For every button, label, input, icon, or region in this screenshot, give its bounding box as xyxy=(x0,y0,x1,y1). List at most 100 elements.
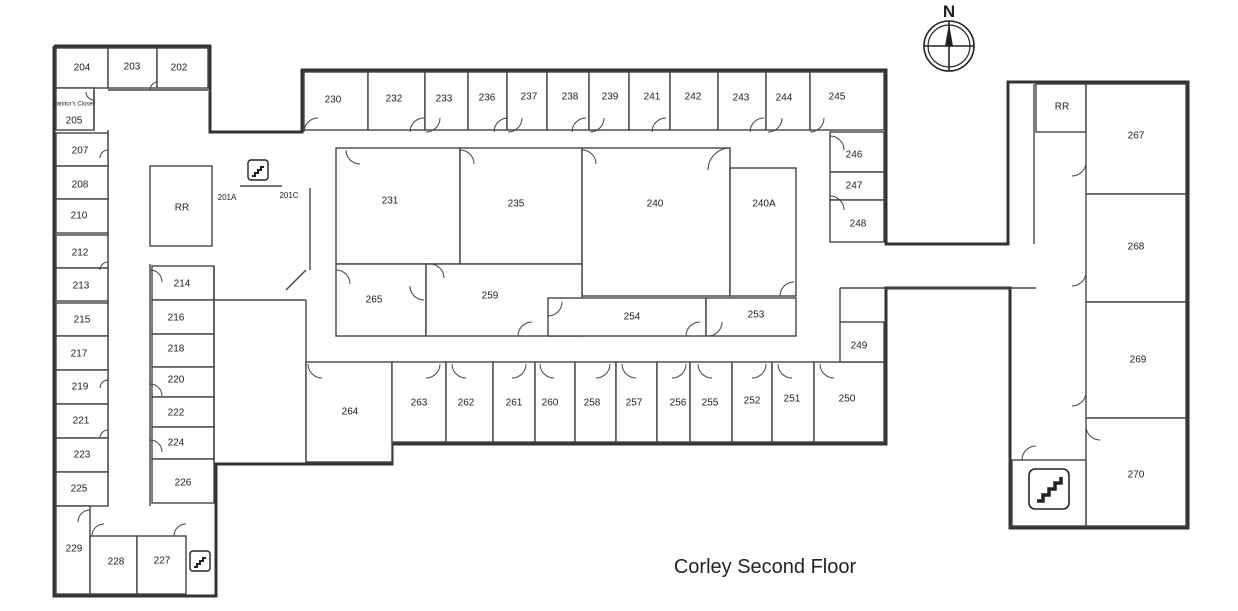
room-215[interactable] xyxy=(55,302,109,337)
room-229[interactable] xyxy=(55,505,91,595)
label-201c: 201C xyxy=(279,191,298,200)
room-252[interactable] xyxy=(731,361,773,443)
room-202[interactable] xyxy=(156,47,209,89)
label-253: 253 xyxy=(748,310,765,321)
room-221[interactable] xyxy=(55,403,109,439)
label-258: 258 xyxy=(584,398,601,409)
room-269[interactable] xyxy=(1085,301,1187,419)
stairs-icon xyxy=(247,159,269,181)
room-240a[interactable] xyxy=(729,167,797,297)
label-260: 260 xyxy=(542,398,559,409)
room-253[interactable] xyxy=(705,297,797,337)
compass-icon: N xyxy=(923,2,975,72)
room-254[interactable] xyxy=(547,297,707,337)
label-rr-west: RR xyxy=(175,203,189,214)
room-270[interactable] xyxy=(1085,417,1187,527)
label-221: 221 xyxy=(73,416,90,427)
building-outline xyxy=(52,44,1190,598)
room-224[interactable] xyxy=(151,426,215,460)
room-235[interactable] xyxy=(459,147,583,265)
room-262[interactable] xyxy=(445,361,494,443)
room-218[interactable] xyxy=(151,333,215,368)
room-243[interactable] xyxy=(717,71,767,131)
room-208[interactable] xyxy=(55,165,109,200)
room-230[interactable] xyxy=(303,71,369,131)
room-255[interactable] xyxy=(689,361,733,443)
room-203[interactable] xyxy=(107,47,158,89)
room-217[interactable] xyxy=(55,335,109,371)
room-258[interactable] xyxy=(574,361,617,443)
label-rr-east: RR xyxy=(1055,102,1069,113)
room-260[interactable] xyxy=(534,361,576,443)
room-219[interactable] xyxy=(55,369,109,405)
label-269: 269 xyxy=(1130,355,1147,366)
label-215: 215 xyxy=(74,315,91,326)
label-251: 251 xyxy=(784,394,801,405)
room-237[interactable] xyxy=(506,71,548,131)
label-259: 259 xyxy=(482,291,499,302)
room-231[interactable] xyxy=(335,147,461,265)
label-243: 243 xyxy=(733,93,750,104)
label-203: 203 xyxy=(124,62,141,73)
label-254: 254 xyxy=(624,312,641,323)
room-248[interactable] xyxy=(829,199,885,243)
room-233[interactable] xyxy=(424,71,469,131)
room-244[interactable] xyxy=(765,71,811,131)
label-267: 267 xyxy=(1128,131,1145,142)
room-249[interactable] xyxy=(839,321,885,363)
room-labels: 204 203 202 Janitor's Closet 205 207 208… xyxy=(54,62,1147,568)
room-212[interactable] xyxy=(55,234,109,269)
room-257[interactable] xyxy=(615,361,658,443)
label-219: 219 xyxy=(72,382,89,393)
room-251[interactable] xyxy=(771,361,815,443)
label-252: 252 xyxy=(744,396,761,407)
label-224: 224 xyxy=(168,438,185,449)
label-202: 202 xyxy=(171,63,188,74)
label-204: 204 xyxy=(74,63,91,74)
label-214: 214 xyxy=(174,279,191,290)
room-238[interactable] xyxy=(546,71,590,131)
room-210[interactable] xyxy=(55,198,109,234)
label-262: 262 xyxy=(458,398,475,409)
room-268[interactable] xyxy=(1085,193,1187,303)
room-267[interactable] xyxy=(1085,83,1187,195)
room-242[interactable] xyxy=(669,71,719,131)
label-240a: 240A xyxy=(752,199,776,210)
label-212: 212 xyxy=(72,248,89,259)
label-228: 228 xyxy=(108,557,125,568)
label-257: 257 xyxy=(626,398,643,409)
room-264[interactable] xyxy=(305,361,393,463)
label-250: 250 xyxy=(839,394,856,405)
room-207[interactable] xyxy=(55,132,109,167)
label-236: 236 xyxy=(479,93,496,104)
label-227: 227 xyxy=(154,556,171,567)
label-261: 261 xyxy=(506,398,523,409)
room-245[interactable] xyxy=(809,71,885,131)
room-214[interactable] xyxy=(151,265,215,301)
room-213[interactable] xyxy=(55,267,109,302)
room-240[interactable] xyxy=(581,147,731,297)
room-261[interactable] xyxy=(492,361,536,443)
room-225[interactable] xyxy=(55,471,109,507)
label-244: 244 xyxy=(776,93,793,104)
central-block xyxy=(335,147,797,337)
room-226[interactable] xyxy=(151,458,215,504)
stairs-icon xyxy=(1028,468,1070,510)
label-201a: 201A xyxy=(218,193,237,202)
label-235: 235 xyxy=(508,199,525,210)
room-256[interactable] xyxy=(656,361,691,443)
label-241: 241 xyxy=(644,92,661,103)
label-210: 210 xyxy=(71,211,88,222)
label-255: 255 xyxy=(702,398,719,409)
label-217: 217 xyxy=(71,349,88,360)
east-wing xyxy=(1011,83,1187,527)
room-216[interactable] xyxy=(151,299,215,335)
room-rr-west[interactable] xyxy=(149,165,213,247)
room-223[interactable] xyxy=(55,437,109,473)
label-268: 268 xyxy=(1128,242,1145,253)
label-226: 226 xyxy=(175,478,192,489)
label-247: 247 xyxy=(846,181,863,192)
room-265[interactable] xyxy=(335,263,427,337)
room-227[interactable] xyxy=(136,535,187,595)
room-263[interactable] xyxy=(391,361,447,443)
